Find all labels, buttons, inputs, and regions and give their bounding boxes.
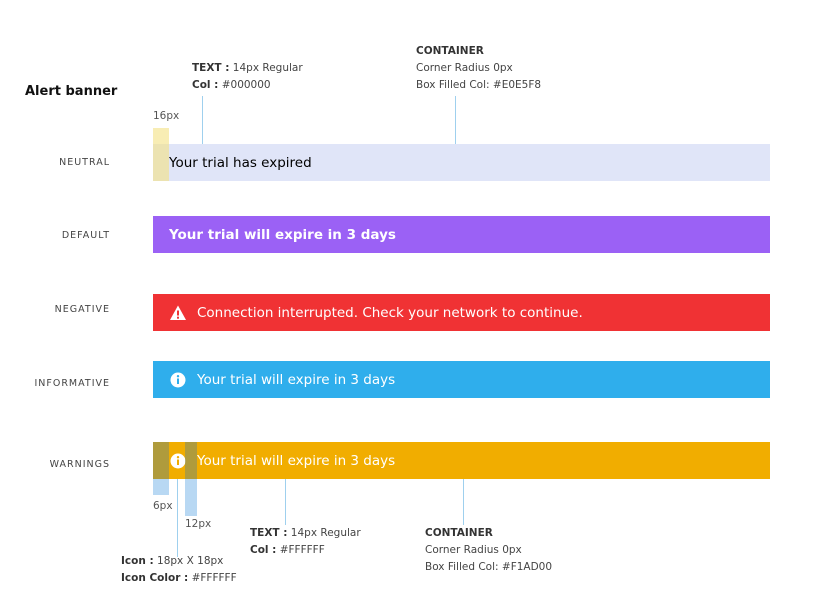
alert-banner-text: Your trial will expire in 3 days — [197, 371, 396, 388]
text-spec-value: 14px Regular — [287, 527, 361, 539]
text-spec-leader-line — [285, 479, 286, 525]
info-icon — [169, 371, 187, 389]
container-radius: Corner Radius 0px — [425, 544, 522, 556]
warning-triangle-icon — [169, 304, 187, 322]
gap-12px-label: 12px — [185, 518, 212, 530]
text-spec-annotation: TEXT : 14px Regular Col : #000000 — [192, 60, 303, 94]
alert-banner-text: Your trial has expired — [169, 154, 312, 171]
text-color-label: Col : — [192, 79, 219, 91]
icon-spec-leader-line — [177, 479, 178, 557]
alert-banner-text: Your trial will expire in 3 days — [169, 226, 396, 243]
padding-highlight — [153, 442, 169, 479]
row-label-default: DEFAULT — [61, 230, 110, 241]
padding-highlight — [153, 128, 169, 181]
icon-size-value: 18px X 18px — [153, 555, 224, 567]
gap-highlight-extension — [185, 479, 197, 516]
padding-dimension-label: 16px — [153, 110, 180, 122]
text-spec-value: 14px Regular — [229, 62, 303, 74]
icon-size-label: Icon : — [121, 555, 154, 567]
text-color-value: #FFFFFF — [276, 544, 325, 556]
alert-banner-default: Your trial will expire in 3 days — [153, 216, 770, 253]
alert-banner-neutral: Your trial has expired — [153, 144, 770, 181]
container-fill: Box Filled Col: #F1AD00 — [425, 561, 553, 573]
row-label-negative: NEGATIVE — [54, 304, 110, 315]
row-label-warnings: WARNINGS — [49, 459, 110, 470]
info-icon — [169, 452, 187, 470]
alert-banner-warnings: Your trial will expire in 3 days — [153, 442, 770, 479]
alert-banner-text: Your trial will expire in 3 days — [197, 452, 396, 469]
icon-color-value: #FFFFFF — [188, 572, 237, 584]
text-spec-annotation: TEXT : 14px Regular Col : #FFFFFF — [250, 525, 361, 559]
container-spec-annotation: CONTAINER Corner Radius 0px Box Filled C… — [416, 43, 541, 94]
container-spec-label: CONTAINER — [416, 45, 484, 57]
text-spec-leader-line — [202, 96, 203, 162]
container-spec-annotation: CONTAINER Corner Radius 0px Box Filled C… — [425, 525, 552, 576]
text-color-value: #000000 — [218, 79, 271, 91]
padding-highlight-extension — [153, 479, 169, 495]
container-spec-label: CONTAINER — [425, 527, 493, 539]
container-spec-leader-line — [463, 479, 464, 525]
icon-color-label: Icon Color : — [121, 572, 189, 584]
gap-highlight — [185, 442, 197, 479]
text-spec-label: TEXT : — [192, 62, 230, 74]
container-radius: Corner Radius 0px — [416, 62, 513, 74]
page-title: Alert banner — [25, 84, 118, 99]
icon-spec-annotation: Icon : 18px X 18px Icon Color : #FFFFFF — [121, 553, 237, 587]
container-spec-leader-line — [455, 96, 456, 144]
text-color-label: Col : — [250, 544, 277, 556]
container-fill: Box Filled Col: #E0E5F8 — [416, 79, 542, 91]
text-spec-label: TEXT : — [250, 527, 288, 539]
alert-banner-text: Connection interrupted. Check your netwo… — [197, 304, 583, 321]
row-label-informative: INFORMATIVE — [34, 378, 110, 389]
padding-6px-label: 6px — [153, 500, 173, 512]
alert-banner-informative: Your trial will expire in 3 days — [153, 361, 770, 398]
alert-banner-negative: Connection interrupted. Check your netwo… — [153, 294, 770, 331]
row-label-neutral: NEUTRAL — [59, 157, 110, 168]
